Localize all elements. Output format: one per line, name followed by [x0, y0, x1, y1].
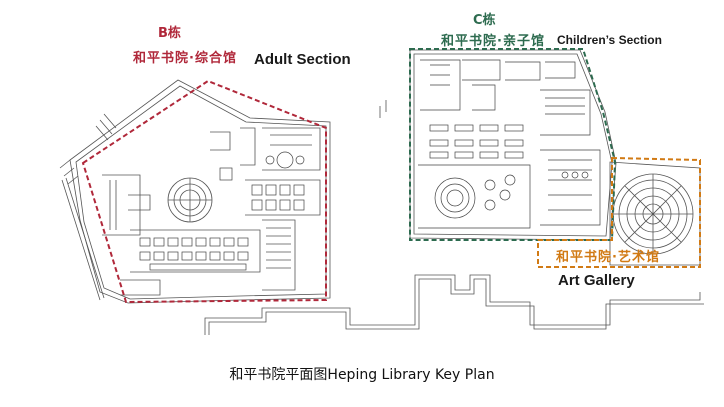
childrens-section-boundary — [409, 48, 617, 241]
art-gallery-name-en: Art Gallery — [558, 272, 635, 289]
art-gallery-boundary — [537, 156, 701, 268]
building-b-name-en: Adult Section — [254, 51, 351, 68]
building-c-name-en: Children’s Section — [557, 33, 662, 47]
building-c-name-cn: 和平书院·亲子馆 — [441, 34, 545, 49]
building-b-code: B栋 — [158, 26, 181, 41]
building-b-outline — [69, 79, 331, 304]
building-c-code: C栋 — [473, 13, 496, 28]
building-c-outline — [409, 49, 617, 241]
art-gallery-name-cn: 和平书院·艺术馆 — [556, 250, 660, 265]
plan-caption: 和平书院平面图Heping Library Key Plan — [229, 367, 495, 383]
adult-section-boundary — [81, 79, 327, 304]
building-b-name-cn: 和平书院·综合馆 — [133, 51, 237, 66]
